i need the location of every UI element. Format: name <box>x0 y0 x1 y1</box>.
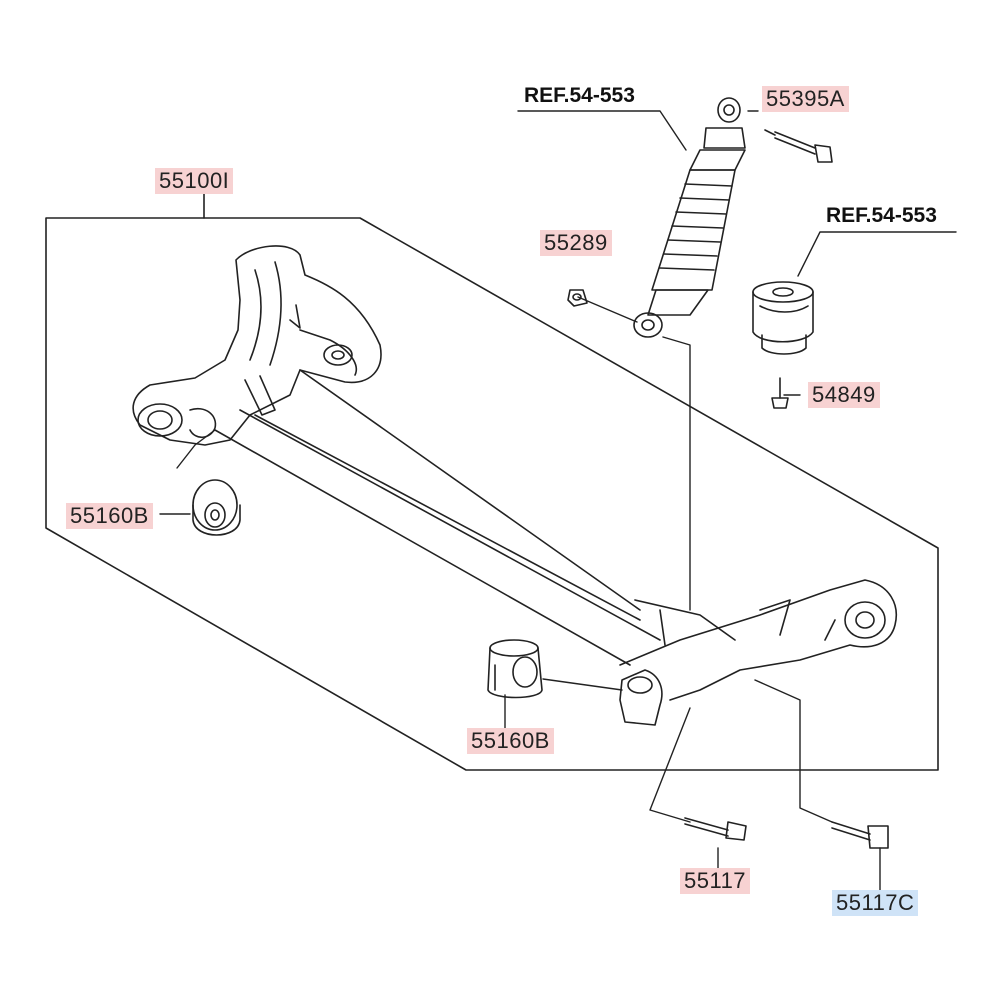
ref-label-shock[interactable]: REF.54-553 <box>524 84 635 107</box>
shock-absorber <box>633 97 746 338</box>
part-label-55160b-right[interactable]: 55160B <box>467 728 554 754</box>
ref-label-bump-stopper[interactable]: REF.54-553 <box>826 204 937 227</box>
leader-lines <box>159 110 957 891</box>
nut-55289 <box>567 289 588 307</box>
part-label-55289[interactable]: 55289 <box>540 230 612 256</box>
bump-stopper <box>752 281 814 355</box>
part-label-55117[interactable]: 55117 <box>680 868 751 894</box>
part-label-55160b-left[interactable]: 55160B <box>66 503 153 529</box>
bolt-54849 <box>771 377 789 409</box>
torsion-beam-axle <box>132 245 897 726</box>
bolt-55117 <box>684 817 747 841</box>
bolt-55395a <box>764 129 833 163</box>
part-label-55100i[interactable]: 55100I <box>155 168 234 194</box>
bushing-left <box>192 479 241 536</box>
assembly-outline <box>45 191 939 771</box>
part-label-55117c[interactable]: 55117C <box>832 890 919 916</box>
bolt-55117c <box>831 821 889 849</box>
bushing-right <box>487 639 543 699</box>
part-label-55395a[interactable]: 55395A <box>762 86 849 112</box>
part-label-54849[interactable]: 54849 <box>808 382 880 408</box>
